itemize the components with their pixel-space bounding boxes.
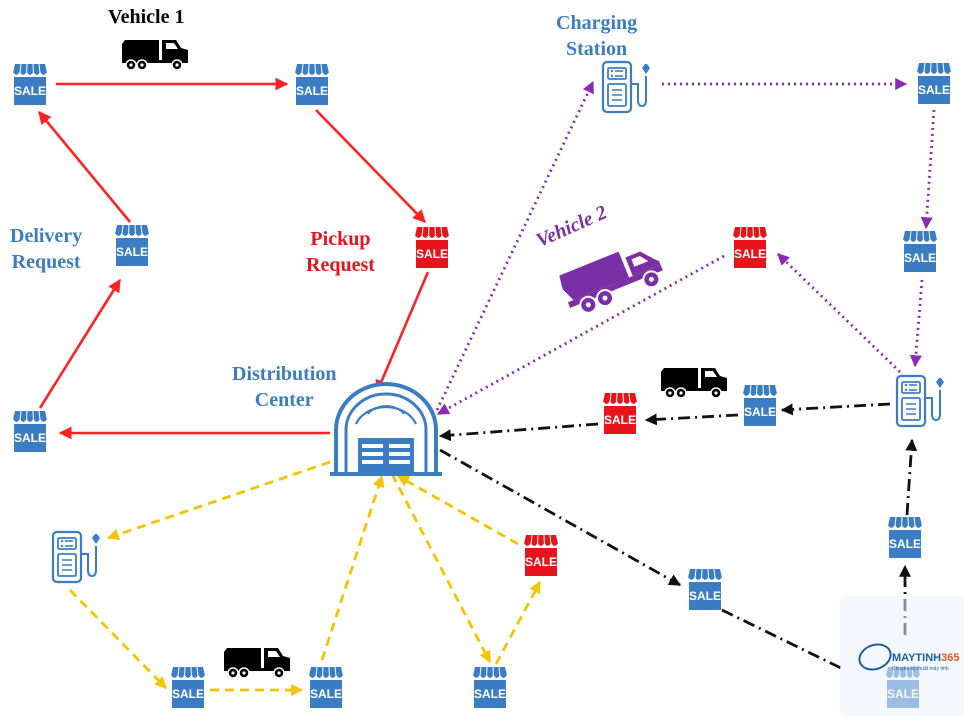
- route-vehicle-4: [68, 460, 542, 696]
- store-icon: SALE: [916, 62, 952, 105]
- store-icon: SALE: [902, 230, 938, 273]
- store-icon: SALE: [114, 224, 150, 267]
- store-icon: SALE: [308, 666, 344, 709]
- watermark-brand: MAYTINH365: [892, 652, 960, 664]
- store-icon: SALE: [523, 534, 559, 577]
- store-sign-label: SALE: [14, 431, 46, 445]
- store-sign-label: SALE: [474, 687, 506, 701]
- store-sign-label: SALE: [116, 245, 148, 259]
- truck-icon: [223, 647, 291, 679]
- store-icon: SALE: [602, 392, 638, 435]
- store-sign-label: SALE: [689, 589, 721, 603]
- charging-station-icon: [51, 530, 102, 584]
- delivery-request-label: Delivery Request: [10, 225, 83, 273]
- store-sign-label: SALE: [310, 687, 342, 701]
- store-sign-label: SALE: [604, 413, 636, 427]
- watermark-tagline: Chuyên kỹ thuật máy tính: [892, 666, 949, 672]
- distribution-center-label: Distribution Center: [232, 363, 337, 411]
- store-sign-label: SALE: [918, 83, 950, 97]
- store-icon: SALE: [170, 666, 206, 709]
- distribution-center-icon: [330, 382, 442, 476]
- store-sign-label: SALE: [744, 405, 776, 419]
- store-icon: SALE: [414, 226, 450, 269]
- vehicle-1-label: Vehicle 1: [108, 6, 185, 28]
- route-vehicle-3: [438, 402, 918, 672]
- truck-icon: [121, 39, 189, 71]
- store-icon: SALE: [12, 410, 48, 453]
- store-sign-label: SALE: [416, 247, 448, 261]
- store-icon: SALE: [742, 384, 778, 427]
- store-sign-label: SALE: [172, 687, 204, 701]
- charging-station-icon: [895, 374, 946, 428]
- vehicle-2-truck-icon: [559, 251, 663, 314]
- store-sign-label: SALE: [734, 247, 766, 261]
- charging-station-icon: [601, 60, 652, 114]
- store-icon: SALE: [294, 63, 330, 106]
- store-icon: SALE: [687, 568, 723, 611]
- truck-icon: [660, 367, 728, 399]
- store-icon: SALE: [472, 666, 508, 709]
- store-sign-label: SALE: [904, 251, 936, 265]
- store-icon: SALE: [732, 226, 768, 269]
- store-icon: SALE: [887, 516, 923, 559]
- route-vehicle-1: [37, 77, 430, 440]
- store-sign-label: SALE: [14, 84, 46, 98]
- store-sign-label: SALE: [889, 537, 921, 551]
- store-sign-label: SALE: [525, 555, 557, 569]
- store-sign-label: SALE: [296, 84, 328, 98]
- store-icon: SALE: [12, 63, 48, 106]
- charging-station-label: Charging Station: [556, 12, 638, 60]
- route-vehicle-2: [435, 78, 936, 416]
- watermark-panel: [840, 596, 964, 716]
- store-nodes: SALE SALE SALE SALE SALE SALE SALE SALE SALE SALE…: [12, 62, 952, 709]
- pickup-request-label: Pickup Request: [306, 228, 375, 276]
